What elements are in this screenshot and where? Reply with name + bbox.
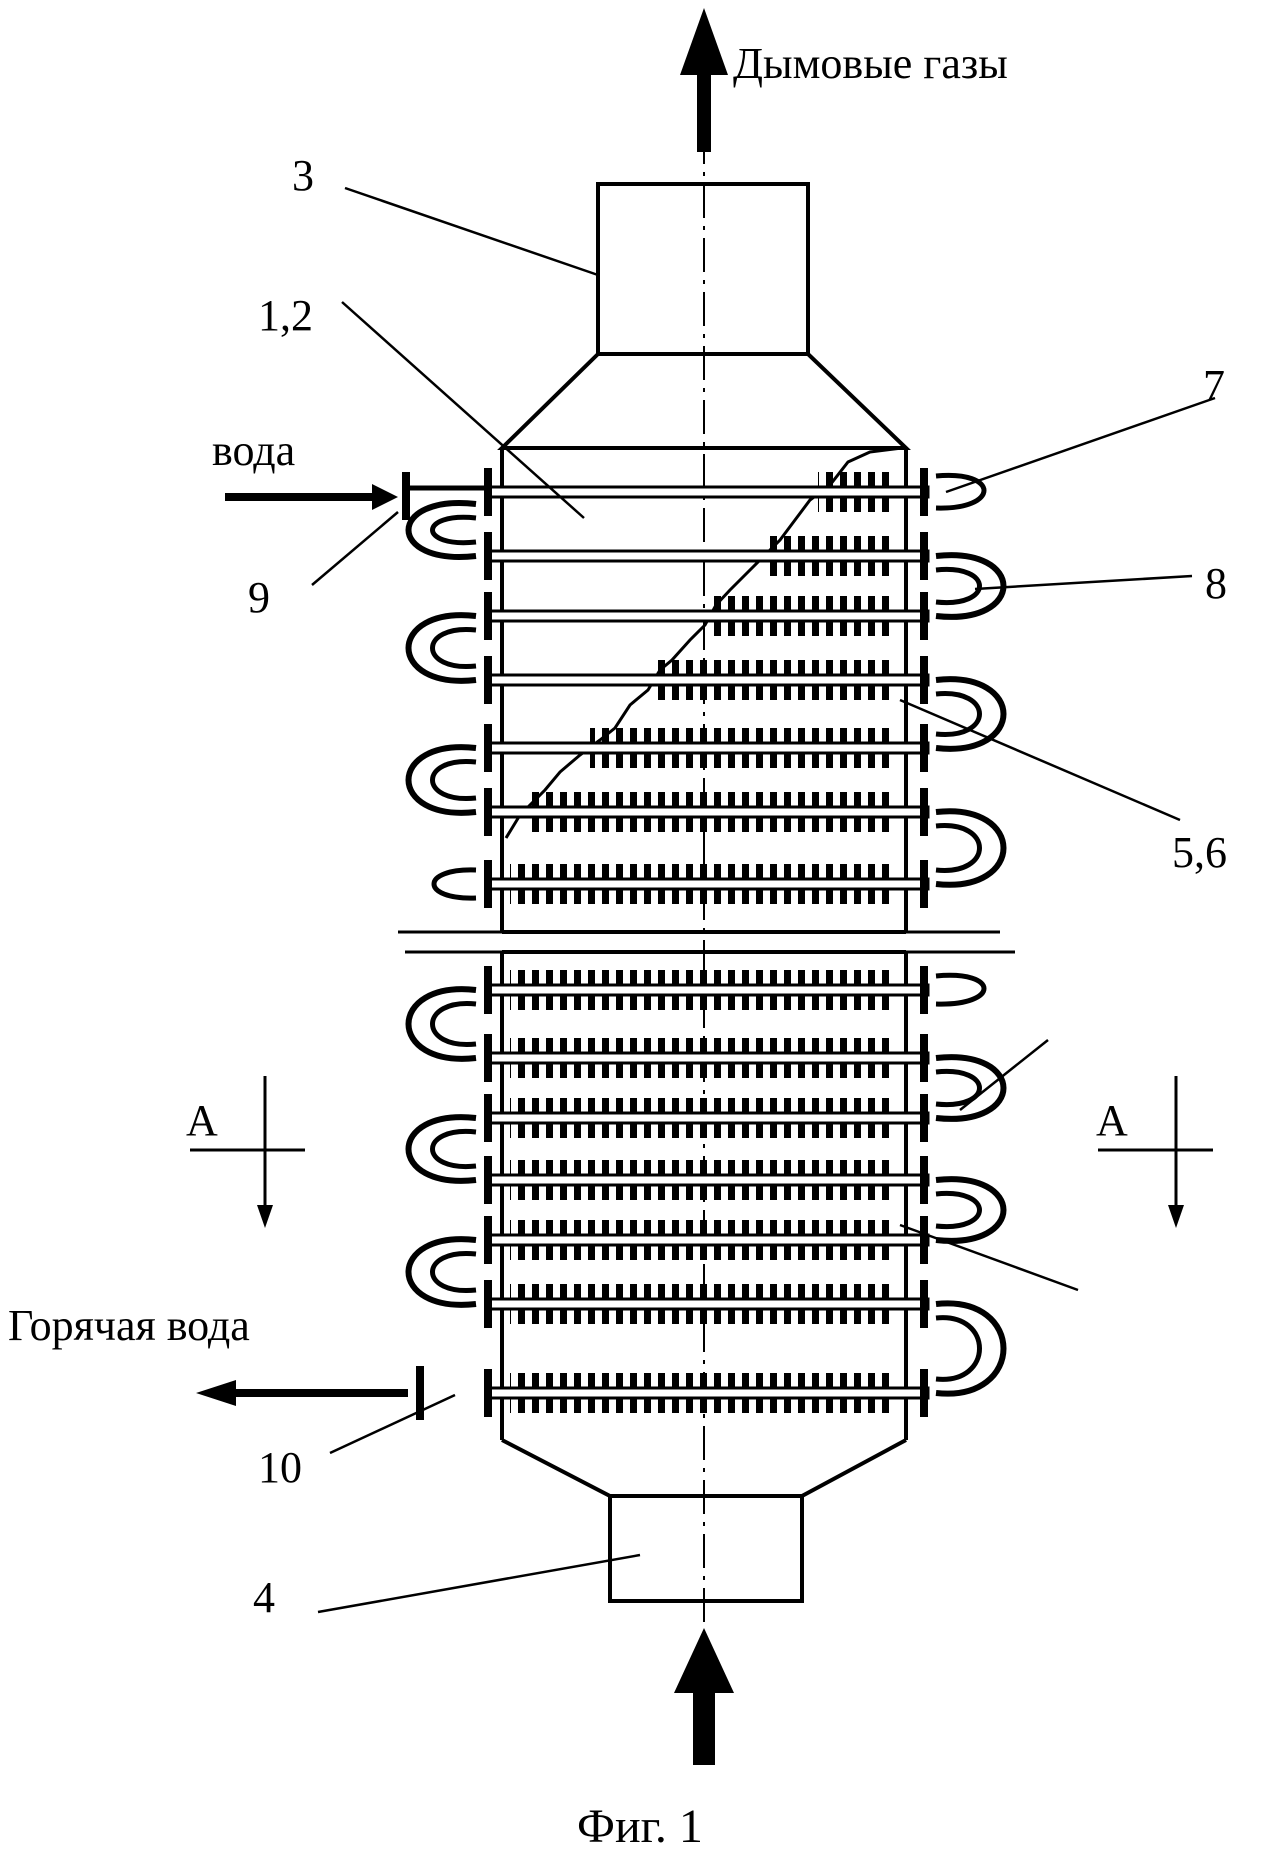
return-bend-inner-left — [433, 1253, 477, 1290]
return-bend-right — [936, 1179, 1004, 1241]
tube-core — [488, 1175, 928, 1185]
tube-core — [488, 743, 928, 753]
return-bend-left — [409, 989, 477, 1059]
return-bend-inner-right — [936, 826, 980, 871]
return-bend-left — [409, 1239, 477, 1305]
return-bend-inner-right — [936, 569, 980, 602]
callout-5-6: 5,6 — [1172, 828, 1227, 877]
figure-caption: Фиг. 1 — [577, 1800, 703, 1853]
return-bend-left — [409, 503, 477, 557]
hot-water-outlet-arrow — [196, 1380, 408, 1406]
return-bend-inner-left — [433, 761, 477, 798]
tube-end-stub — [936, 975, 984, 1004]
return-bend-inner-left — [433, 629, 477, 666]
section-label-left: А — [186, 1096, 218, 1145]
callout-10: 10 — [258, 1443, 302, 1492]
bottom-inlet-nozzle — [610, 1496, 802, 1601]
return-bend-inner-left — [433, 517, 477, 542]
return-bend-right — [936, 811, 1004, 885]
tube-core — [488, 1053, 928, 1063]
return-bend-inner-left — [433, 1131, 477, 1166]
return-bend-inner-right — [936, 1318, 980, 1380]
tube-core — [488, 807, 928, 817]
tube-core — [488, 611, 928, 621]
return-bend-left — [409, 1117, 477, 1181]
flue-gas-outlet-arrow — [680, 8, 728, 152]
tube-core — [488, 1299, 928, 1309]
return-bend-inner-right — [936, 1193, 980, 1226]
tube-core — [488, 1113, 928, 1123]
tube-core — [488, 879, 928, 889]
tube-core — [488, 985, 928, 995]
tube-core — [488, 675, 928, 685]
callout-8: 8 — [1205, 559, 1227, 608]
tube-end-stub — [434, 870, 476, 898]
tube-core — [488, 1388, 928, 1398]
water-inlet-label: вода — [212, 426, 295, 475]
return-bend-left — [409, 615, 477, 681]
section-label-right: А — [1096, 1096, 1128, 1145]
callout-3: 3 — [292, 151, 314, 200]
return-bend-right — [936, 679, 1004, 749]
hot-water-label: Горячая вода — [8, 1301, 250, 1350]
callout-9: 9 — [248, 573, 270, 622]
callout-7: 7 — [1203, 361, 1225, 410]
return-bend-left — [409, 747, 477, 813]
tube-core — [488, 551, 928, 561]
finned-tube-bundle — [409, 468, 1004, 1417]
water-inlet-arrow — [225, 484, 398, 510]
callout-4: 4 — [253, 1573, 275, 1622]
return-bend-right — [936, 555, 1004, 617]
tube-core — [488, 1235, 928, 1245]
return-bend-right — [936, 1057, 1004, 1119]
flue-gas-label: Дымовые газы — [733, 39, 1008, 88]
callout-1-2: 1,2 — [258, 291, 313, 340]
return-bend-inner-left — [433, 1004, 477, 1045]
flue-gas-inlet-arrow — [674, 1628, 734, 1765]
return-bend-inner-right — [936, 694, 980, 735]
